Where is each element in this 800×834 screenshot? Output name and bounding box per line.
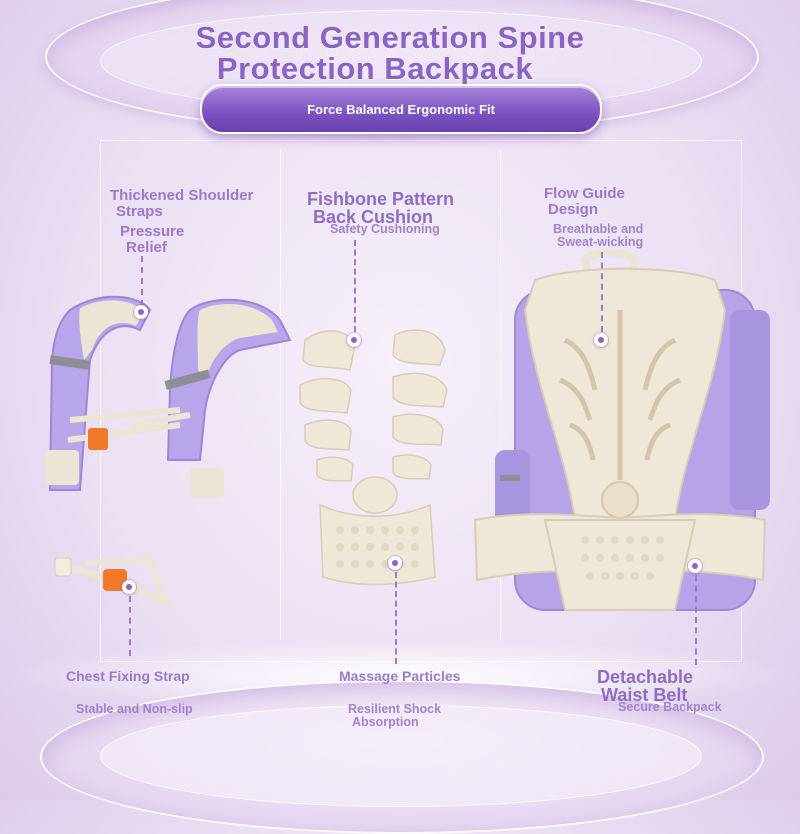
flow-title-line-2: Design [548, 201, 599, 218]
waist-title: Detachable Waist Belt [597, 668, 693, 704]
cushion-title: Fishbone Pattern Back Cushion [307, 190, 454, 226]
background-divider-left [280, 150, 281, 640]
flow-subtitle: Breathable and Sweat-wicking [553, 223, 643, 249]
page-title: Second Generation Spine Protection Backp… [150, 22, 630, 84]
flow-leader-line [601, 252, 603, 332]
chest-subtitle: Stable and Non-slip [76, 702, 193, 716]
background-divider-right [500, 150, 501, 640]
cushion-marker-dot [347, 333, 361, 347]
title-line-2: Protection Backpack [216, 51, 534, 86]
massage-sub-line-2: Absorption [352, 715, 419, 729]
shoulder-title-line-1: Thickened Shoulder [110, 187, 254, 204]
flow-title: Flow Guide Design [544, 186, 625, 218]
waist-subtitle: Secure Backpack [618, 700, 722, 714]
shoulder-sub-line-2: Relief [126, 239, 167, 256]
shoulder-title-line-2: Straps [116, 203, 163, 220]
fishbone-cushion-image [299, 329, 448, 586]
subtitle-text: Force Balanced Ergonomic Fit [307, 101, 495, 117]
shoulder-leader-line [141, 256, 143, 306]
flow-sub-line-1: Breathable and [553, 222, 644, 236]
shoulder-sub-line-1: Pressure [120, 223, 185, 240]
waist-title-line-1: Detachable [597, 667, 694, 687]
shoulder-straps-image [45, 295, 292, 498]
cushion-subtitle: Safety Cushioning [330, 222, 440, 236]
title-line-1: Second Generation Spine [195, 20, 585, 55]
massage-leader-line [395, 572, 397, 664]
chest-strap-image [54, 556, 172, 609]
massage-title: Massage Particles [339, 668, 461, 684]
cushion-title-line-2: Back Cushion [313, 207, 434, 227]
flow-marker-dot [594, 333, 608, 347]
cushion-leader-line [354, 240, 356, 332]
waist-leader-line [695, 575, 697, 665]
chest-marker-dot [122, 580, 136, 594]
flow-title-line-1: Flow Guide [544, 185, 625, 202]
subtitle-pill: Force Balanced Ergonomic Fit [200, 84, 602, 134]
shoulder-title: Thickened Shoulder Straps [110, 188, 253, 220]
cushion-title-line-1: Fishbone Pattern [307, 189, 455, 209]
waist-marker-dot [688, 559, 702, 573]
massage-subtitle: Resilient Shock Absorption [348, 703, 441, 729]
shoulder-subtitle: Pressure Relief [120, 224, 184, 256]
chest-title: Chest Fixing Strap [66, 668, 190, 684]
chest-leader-line [129, 596, 131, 656]
shoulder-marker-dot [134, 305, 148, 319]
flow-sub-line-2: Sweat-wicking [557, 235, 644, 249]
massage-marker-dot [388, 556, 402, 570]
backpack-image [473, 248, 770, 611]
waist-title-line-2: Waist Belt [601, 685, 688, 705]
massage-sub-line-1: Resilient Shock [348, 702, 442, 716]
